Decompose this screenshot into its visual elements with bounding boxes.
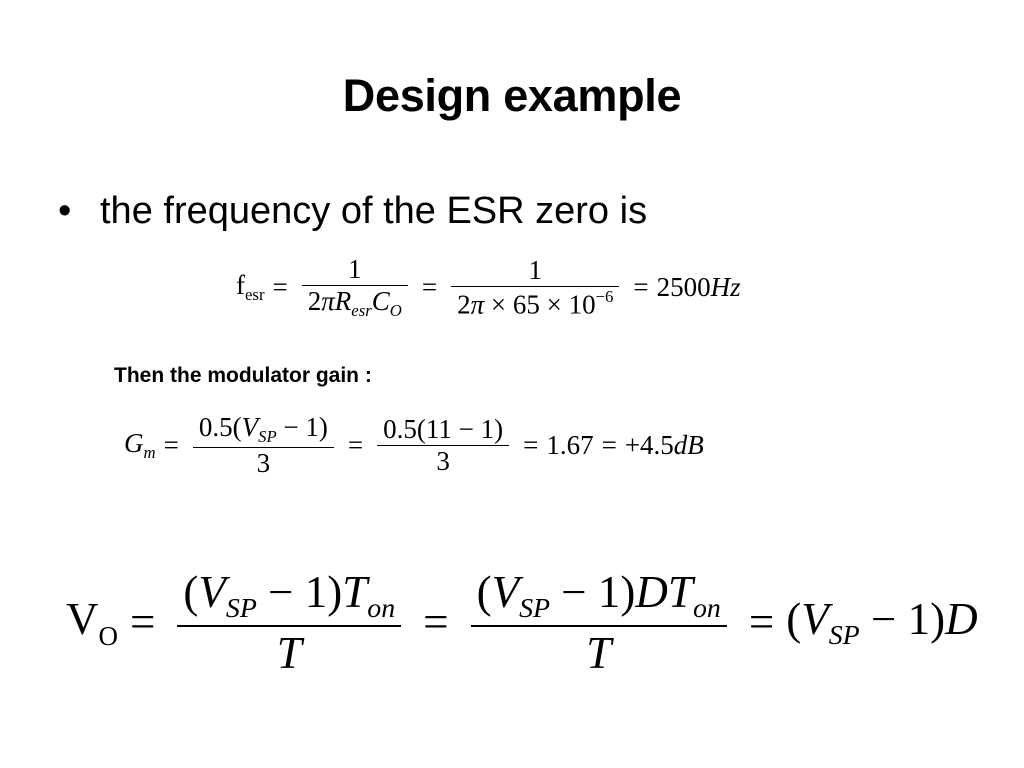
esr-zero-equation: fesr = 1 2πResrCO = 1 2π × 65 × 10−6 = 2… [236,254,741,321]
eq1-frac1-numerator: 1 [348,254,362,284]
slide-title: Design example [342,70,682,121]
eq3-lhs: VO [66,593,118,651]
eq3-frac2-denominator: T [586,627,612,678]
eq2-value: 1.67 [546,430,594,461]
fraction-bar [451,285,620,287]
bullet-item: • the frequency of the ESR zero is [58,190,647,233]
eq1-fraction-2: 1 2π × 65 × 10−6 [451,254,620,321]
eq3-equals-2: = [423,597,449,648]
eq3-fraction-1: (VSP − 1)Ton T [177,566,402,679]
eq2-equals-2: = [347,430,364,461]
fraction-bar [470,624,727,627]
eq2-frac2-numerator: 0.5(11 − 1) [383,413,504,444]
eq3-frac1-numerator: (VSP − 1)Ton [183,567,396,624]
modulator-gain-heading: Then the modulator gain : [114,364,372,387]
eq1-frac2-denominator: 2π × 65 × 10−6 [457,286,614,320]
eq1-frac1-denominator: 2πResrCO [307,286,402,321]
eq1-equals-2: = [421,272,438,303]
eq2-equals-3: = [523,430,539,461]
eq1-frac2-numerator: 1 [528,254,542,285]
eq1-result: 2500Hz [656,272,741,303]
eq2-frac1-numerator: 0.5(VSP − 1) [198,412,328,446]
fraction-bar [177,624,402,627]
eq3-equals-1: = [130,597,156,648]
bullet-dot-icon: • [58,190,72,232]
fraction-bar [192,446,334,449]
eq3-fraction-2: (VSP − 1)DTon T [470,566,727,679]
eq2-frac2-denominator: 3 [436,446,450,477]
eq2-fraction-2: 0.5(11 − 1) 3 [377,413,510,477]
eq1-equals-1: = [272,272,288,303]
output-voltage-equation: VO = (VSP − 1)Ton T = (VSP − 1)DTon T = … [66,566,978,679]
eq1-fraction-1: 1 2πResrCO [301,254,408,321]
eq2-equals-4: = [601,430,617,461]
eq2-lhs: Gm [124,428,156,462]
eq3-frac2-numerator: (VSP − 1)DTon [476,567,721,624]
fraction-bar [377,444,510,447]
fraction-bar [301,285,408,287]
eq1-equals-3: = [633,272,649,303]
eq3-frac1-denominator: T [276,627,302,678]
bullet-text: the frequency of the ESR zero is [100,190,648,232]
eq2-db-value: +4.5dB [624,430,704,461]
eq3-equals-3: = [748,597,775,648]
eq2-frac1-denominator: 3 [256,448,271,479]
eq3-rhs: (VSP − 1)D [786,594,978,651]
eq1-lhs: fesr [236,270,265,304]
eq2-equals-1: = [163,430,179,461]
modulator-gain-equation: Gm = 0.5(VSP − 1) 3 = 0.5(11 − 1) 3 = 1.… [124,412,704,479]
eq2-fraction-1: 0.5(VSP − 1) 3 [192,412,334,479]
